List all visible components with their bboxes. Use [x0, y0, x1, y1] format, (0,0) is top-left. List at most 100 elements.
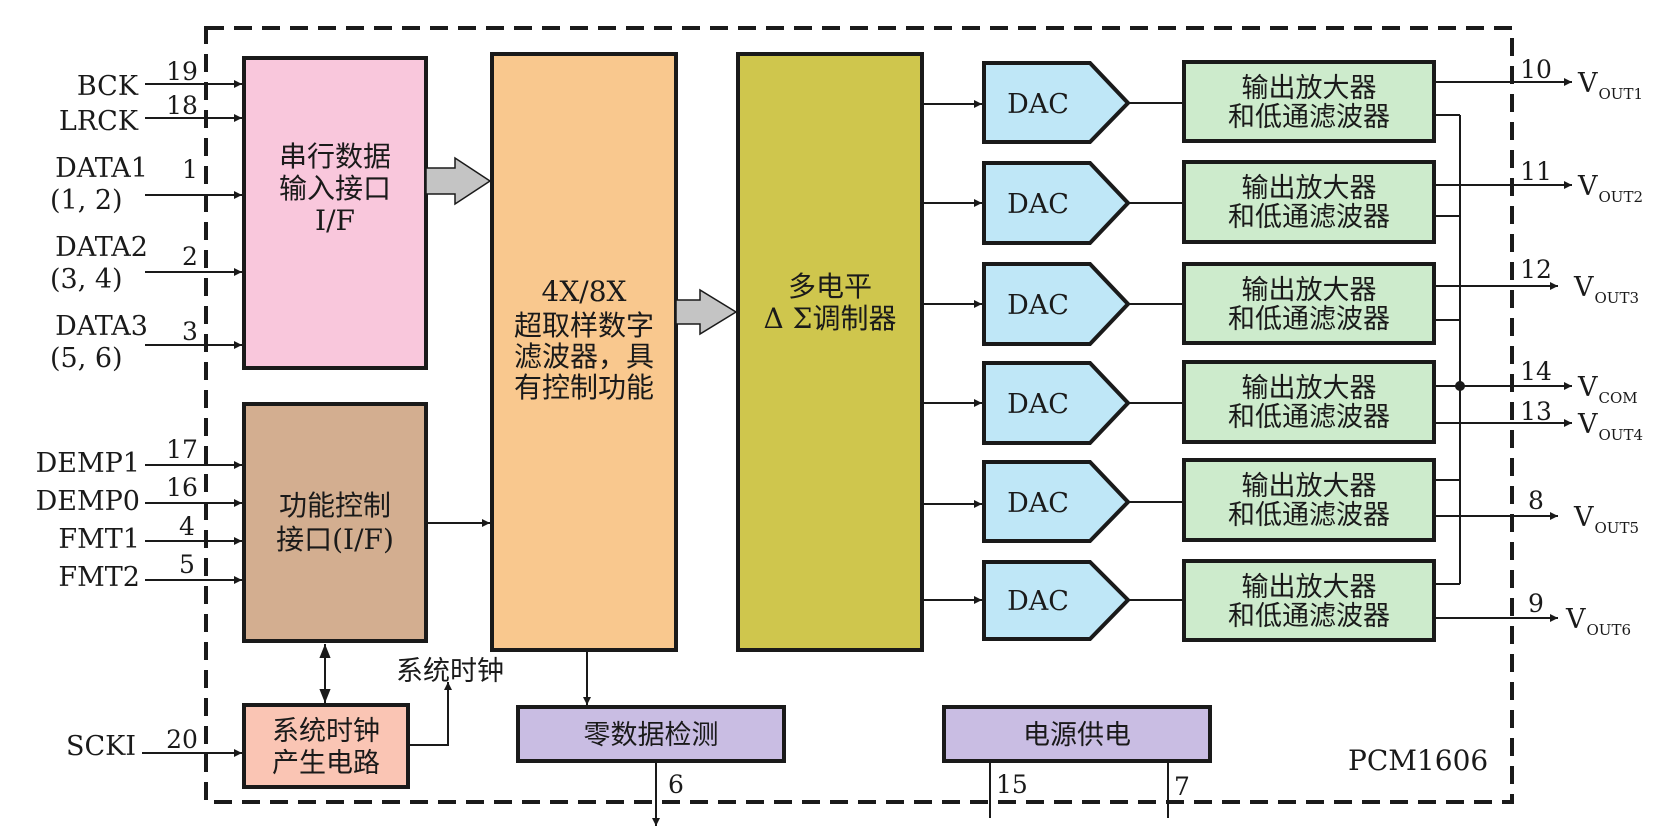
vcom-bus	[1434, 114, 1572, 585]
pin-12: 12	[1520, 255, 1552, 284]
function-control-interface: 功能控制 接口(I/F)	[242, 402, 428, 643]
amp-6-line-1: 输出放大器	[1242, 572, 1377, 603]
pin-4: 4	[179, 512, 195, 541]
dac-2	[982, 161, 1131, 245]
amp-5-line-2: 和低通滤波器	[1228, 500, 1390, 531]
mod-block	[736, 52, 924, 652]
oversampling-filter: 4X/8X 超取样数字 滤波器，具 有控制功能	[490, 52, 678, 652]
chip-boundary	[204, 26, 1514, 804]
dac-channels: DAC DAC DAC DAC DAC DAC 输出放大器 和低通滤波器 输出放…	[922, 60, 1436, 642]
pin-11: 11	[1520, 157, 1552, 186]
input-data1-sub: (1, 2)	[50, 185, 123, 216]
pin-13: 13	[1520, 397, 1552, 426]
pin-10: 10	[1520, 55, 1552, 84]
vout6-label: VOUT6	[1565, 604, 1631, 639]
filter-line-1: 4X/8X	[542, 275, 627, 308]
amp-1-line-2: 和低通滤波器	[1228, 102, 1390, 133]
amp-5	[1182, 458, 1436, 542]
serial-line-1: 串行数据	[279, 140, 391, 173]
input-data2-sub: (3, 4)	[50, 264, 123, 295]
filter-to-mod-arrow	[675, 288, 738, 336]
pin-18: 18	[166, 91, 198, 120]
dac-1-label: DAC	[1007, 89, 1069, 120]
dac-6-label: DAC	[1007, 586, 1069, 617]
input-data3-label: DATA3	[55, 311, 148, 342]
pin-20: 20	[166, 725, 198, 754]
pin-5: 5	[179, 550, 195, 579]
dac-2-label: DAC	[1007, 189, 1069, 220]
amp-4-line-2: 和低通滤波器	[1228, 402, 1390, 433]
pin-19: 19	[166, 57, 198, 86]
dac-1	[982, 61, 1131, 144]
amp-4-line-1: 输出放大器	[1242, 373, 1377, 404]
input-labels: BCK LRCK DATA1 (1, 2) DATA2 (3, 4) DATA3…	[36, 71, 148, 762]
pin-17: 17	[166, 435, 198, 464]
input-lrck-label: LRCK	[59, 106, 139, 137]
vout2-label: VOUT2	[1577, 171, 1643, 206]
serial-line-2: 输入接口	[279, 172, 391, 205]
amp-6	[1182, 559, 1436, 642]
vout1-label: VOUT1	[1577, 68, 1643, 103]
delta-sigma-modulator: 多电平 Δ Σ调制器	[736, 52, 924, 652]
vcom-label: VCOM	[1577, 372, 1638, 407]
zero-block	[516, 705, 786, 763]
pin-15: 15	[996, 770, 1028, 799]
input-fmt1-label: FMT1	[58, 524, 140, 555]
input-data2-label: DATA2	[55, 232, 148, 263]
amp-3-line-1: 输出放大器	[1242, 275, 1377, 306]
zero-data-detection: 零数据检测 6	[516, 650, 786, 826]
amp-2-line-2: 和低通滤波器	[1228, 202, 1390, 233]
pin-1: 1	[182, 155, 198, 184]
amp-6-line-2: 和低通滤波器	[1228, 601, 1390, 632]
func-block	[242, 402, 428, 643]
power-block	[942, 705, 1212, 763]
amp-3-line-2: 和低通滤波器	[1228, 304, 1390, 335]
clockgen-line-2: 产生电路	[272, 748, 380, 779]
func-line-2: 接口(I/F)	[276, 523, 394, 556]
power-label: 电源供电	[1023, 720, 1131, 751]
power-supply: 电源供电 15 7	[942, 705, 1212, 818]
clock-output-arrow	[408, 682, 452, 746]
pin-2: 2	[182, 242, 198, 271]
input-scki-label: SCKI	[66, 731, 136, 762]
filter-line-2: 超取样数字	[514, 309, 654, 342]
pin-9: 9	[1528, 589, 1544, 618]
pin-3: 3	[182, 317, 198, 346]
zero-label: 零数据检测	[584, 720, 719, 751]
dac-5	[982, 460, 1131, 543]
input-demp0-label: DEMP0	[36, 486, 140, 517]
dac-4-label: DAC	[1007, 389, 1069, 420]
amp-1-line-1: 输出放大器	[1242, 73, 1377, 104]
mod-line-1: 多电平	[788, 270, 872, 303]
pin-8: 8	[1528, 486, 1544, 515]
chip-name: PCM1606	[1348, 744, 1488, 777]
amp-3	[1182, 262, 1436, 345]
clockgen-line-1: 系统时钟	[272, 716, 380, 747]
amp-1	[1182, 60, 1436, 143]
pin-7: 7	[1174, 772, 1190, 801]
amp-2	[1182, 160, 1436, 244]
filter-block	[490, 52, 678, 652]
pin-14: 14	[1520, 357, 1552, 386]
filter-line-4: 有控制功能	[514, 371, 654, 404]
dac-3-label: DAC	[1007, 290, 1069, 321]
amp-4	[1182, 360, 1436, 444]
input-bck-label: BCK	[77, 71, 139, 102]
input-arrows	[142, 80, 242, 757]
pin-16: 16	[166, 473, 198, 502]
input-fmt2-label: FMT2	[58, 562, 140, 593]
clock-generator: 系统时钟 产生电路 系统时钟	[242, 644, 504, 789]
input-demp1-label: DEMP1	[36, 448, 140, 479]
input-pin-numbers: 19 18 1 2 3 17 16 4 5 20	[166, 57, 198, 754]
pin-6: 6	[668, 770, 684, 799]
mod-line-2: Δ Σ调制器	[764, 302, 897, 335]
func-line-1: 功能控制	[279, 489, 391, 522]
serial-to-filter-arrow	[425, 156, 492, 206]
output-arrows	[1434, 78, 1572, 622]
dac-5-label: DAC	[1007, 488, 1069, 519]
serial-block	[242, 56, 428, 370]
input-data1-label: DATA1	[55, 153, 148, 184]
output-labels: 10 11 12 14 13 8 9 VOUT1 VOUT2 VOUT3 VCO…	[1520, 55, 1643, 639]
vout5-label: VOUT5	[1573, 502, 1639, 537]
